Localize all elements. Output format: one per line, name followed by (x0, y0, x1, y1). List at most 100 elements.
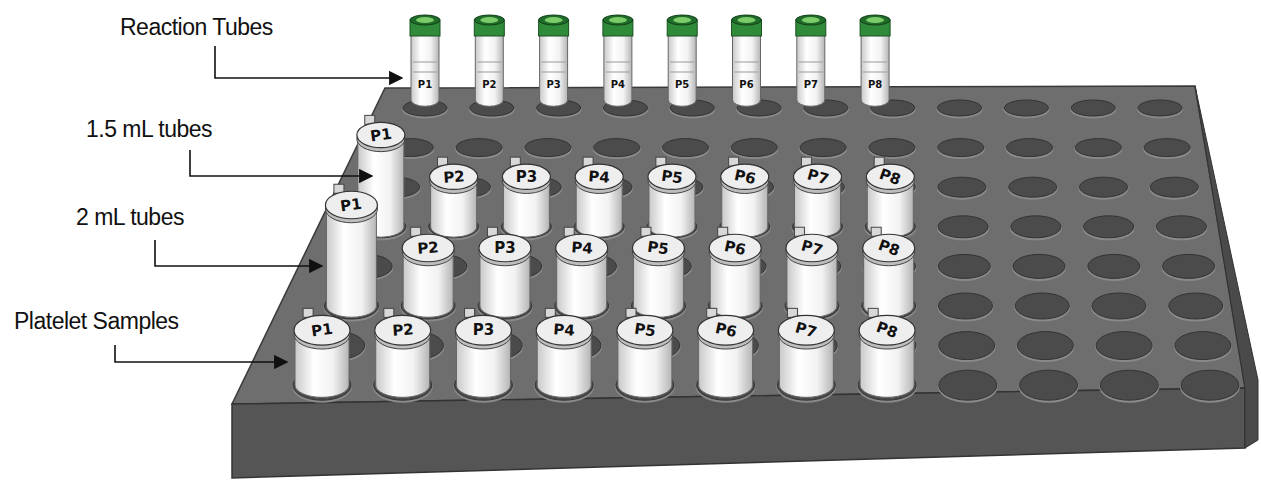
hole-rim (524, 139, 572, 159)
tube-label: P6 (739, 79, 753, 90)
cap-label: P7 (805, 165, 831, 188)
sample-tube (698, 308, 754, 397)
sample-tube (709, 227, 761, 317)
rack-hole (938, 254, 990, 278)
hole-rim (1091, 294, 1147, 322)
tube-cap (357, 122, 405, 147)
label-stripe (670, 72, 694, 73)
hole-rim (938, 332, 996, 362)
tube-cap (648, 164, 696, 189)
reaction-tube (474, 15, 504, 106)
leader-line (215, 46, 402, 78)
hole-rim (1003, 101, 1049, 119)
hole-rim (938, 371, 998, 403)
tube-cap (455, 315, 511, 345)
label-stripe (735, 72, 759, 73)
tube-cap (474, 15, 504, 25)
cap-label: P4 (588, 167, 611, 186)
rack-hole (1071, 100, 1115, 116)
hole-rim (730, 139, 778, 159)
label-stripe (799, 62, 823, 63)
hole-rim (1070, 101, 1116, 119)
tube-cap (859, 315, 915, 345)
hole-rim (1155, 216, 1207, 240)
cap-label: P1 (340, 195, 364, 216)
hole-grid (292, 100, 1240, 403)
leader-lines (115, 46, 402, 362)
tube-cap (709, 234, 761, 262)
reaction-tube (410, 15, 440, 106)
cap-label: P3 (494, 239, 515, 257)
tube-cap (603, 15, 633, 25)
tube-cap (866, 164, 914, 189)
rack-hole (1175, 332, 1231, 360)
hole-rim (1078, 178, 1128, 200)
sample-tube (575, 157, 623, 237)
rack-hole (938, 177, 986, 197)
label-stripe (606, 62, 630, 63)
cap-insert (673, 17, 691, 23)
reaction-tube (796, 15, 826, 106)
sample-tube (778, 308, 834, 397)
sample-tube (721, 157, 769, 237)
rack-hole (1009, 177, 1057, 197)
rack-hole (1017, 332, 1073, 360)
cap-label: P8 (874, 318, 900, 342)
tube-cap (375, 315, 431, 345)
rack-top (232, 86, 1245, 404)
tube-cap (860, 15, 890, 25)
tube-body (861, 30, 889, 106)
rack-hole (1092, 293, 1146, 319)
sample-tube (794, 157, 842, 237)
rack-hole (939, 370, 997, 400)
sample-tube (375, 308, 431, 397)
label-stripe (799, 72, 823, 73)
hole-rim (1008, 178, 1058, 200)
cap-label: P8 (877, 165, 903, 189)
tube-cap (796, 15, 826, 25)
sample-tube (866, 157, 914, 237)
sample-tube (402, 227, 454, 317)
tube-cap (632, 234, 684, 262)
reaction-tube (603, 15, 633, 106)
leader-line (190, 150, 372, 176)
tube-label: P3 (546, 79, 560, 90)
rack-hole (1088, 254, 1140, 278)
tube-cap (698, 315, 754, 345)
sample-tube (479, 227, 531, 317)
rack-hole (938, 293, 992, 319)
tube-cap (502, 164, 550, 189)
rack-hole (1084, 216, 1134, 238)
label-stripe (606, 72, 630, 73)
cap-label: P5 (647, 238, 671, 259)
tube-cap (778, 315, 834, 345)
cap-label: P4 (553, 320, 576, 339)
callout-label: Reaction Tubes (120, 14, 273, 41)
hole-rim (937, 255, 991, 281)
tube-body (733, 30, 761, 106)
rack-hole (939, 332, 995, 360)
reaction-tube (667, 15, 697, 106)
cap-label: P3 (516, 168, 537, 186)
hole-rim (937, 294, 993, 322)
cap-label: P6 (723, 237, 748, 259)
hole-rim (1143, 139, 1191, 159)
rack-hole (1138, 100, 1182, 116)
leader-line (155, 240, 322, 266)
cap-label: P5 (660, 166, 684, 187)
tube-cap (410, 15, 440, 25)
tube-label: P5 (675, 79, 689, 90)
tube-body (411, 30, 439, 106)
tube-cap (617, 315, 673, 345)
cap-insert (545, 17, 563, 23)
rack-hole (1169, 293, 1223, 319)
label-stripe (477, 72, 501, 73)
cap-label: P1 (369, 125, 393, 146)
tube-cap (667, 15, 697, 25)
hole-rim (1010, 216, 1062, 240)
reaction-tube (860, 15, 890, 106)
reaction-tube (732, 15, 762, 106)
rack-hole (1144, 139, 1190, 157)
tube-body (797, 30, 825, 106)
